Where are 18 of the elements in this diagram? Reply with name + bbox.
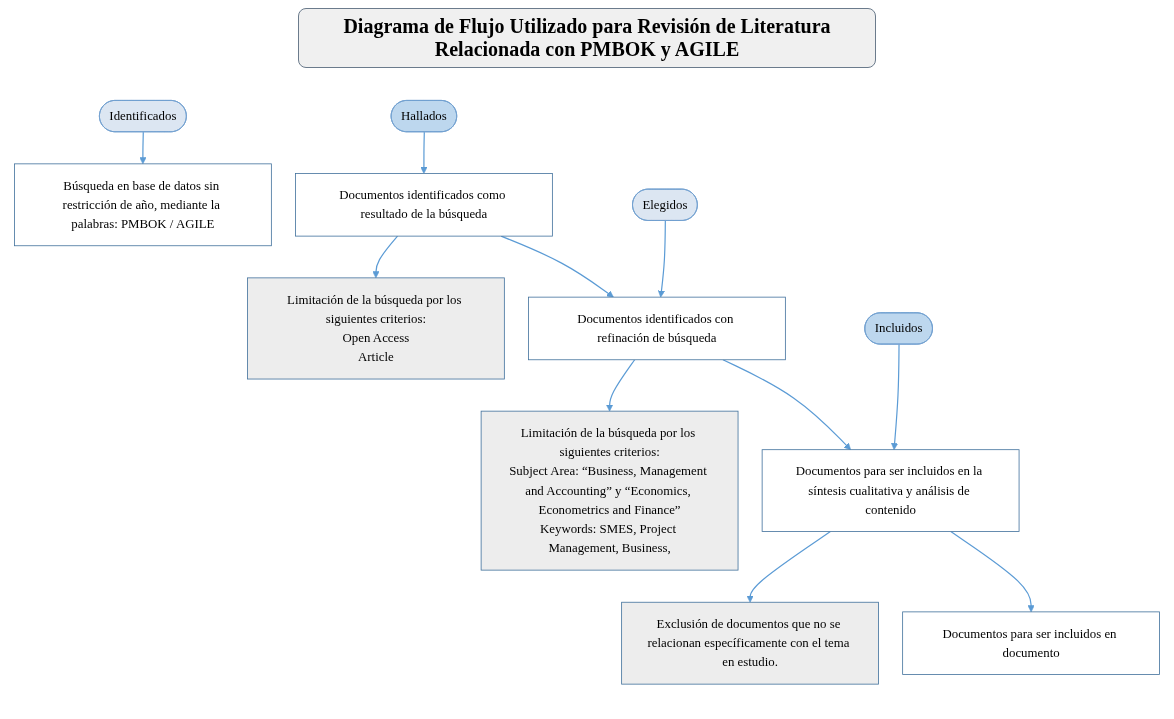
node-box: Documentos identificados con refinación de búsqueda <box>528 296 786 361</box>
arrow <box>372 235 399 279</box>
arrow <box>606 359 636 412</box>
arrow <box>891 344 900 451</box>
arrow <box>657 220 666 298</box>
node-box: Documentos identificados como resultado de la búsqueda <box>295 173 553 237</box>
node-box: Documentos para ser incluidos en la síntesis cualitativa y análisis de contenido <box>761 449 1020 533</box>
node-box: Exclusión de documentos que no se relacionan específicamente con el tema en estudio. <box>621 602 879 685</box>
node-box: Documentos para ser incluidos en documento <box>902 611 1160 676</box>
arrow <box>746 531 831 603</box>
arrow <box>139 131 147 165</box>
node-box: Limitación de la búsqueda por los siguientes criterios: Subject Area: “Business, Management and Accounting” y “Economics, Econometrics and Finance” Keywords: SMES, Project Management, Business, <box>480 410 739 571</box>
arrow <box>722 359 851 451</box>
arrow <box>950 531 1035 613</box>
arrow <box>420 131 428 175</box>
node-box: Búsqueda en base de datos sin restricción de año, mediante la palabras: PMBOK / AGILE <box>14 163 272 247</box>
node-box: Limitación de la búsqueda por los siguientes criterios: Open Access Article <box>247 277 505 380</box>
diagram-title: Diagrama de Flujo Utilizado para Revisión de Literatura Relacionada con PMBOK y AGILE <box>298 8 876 68</box>
